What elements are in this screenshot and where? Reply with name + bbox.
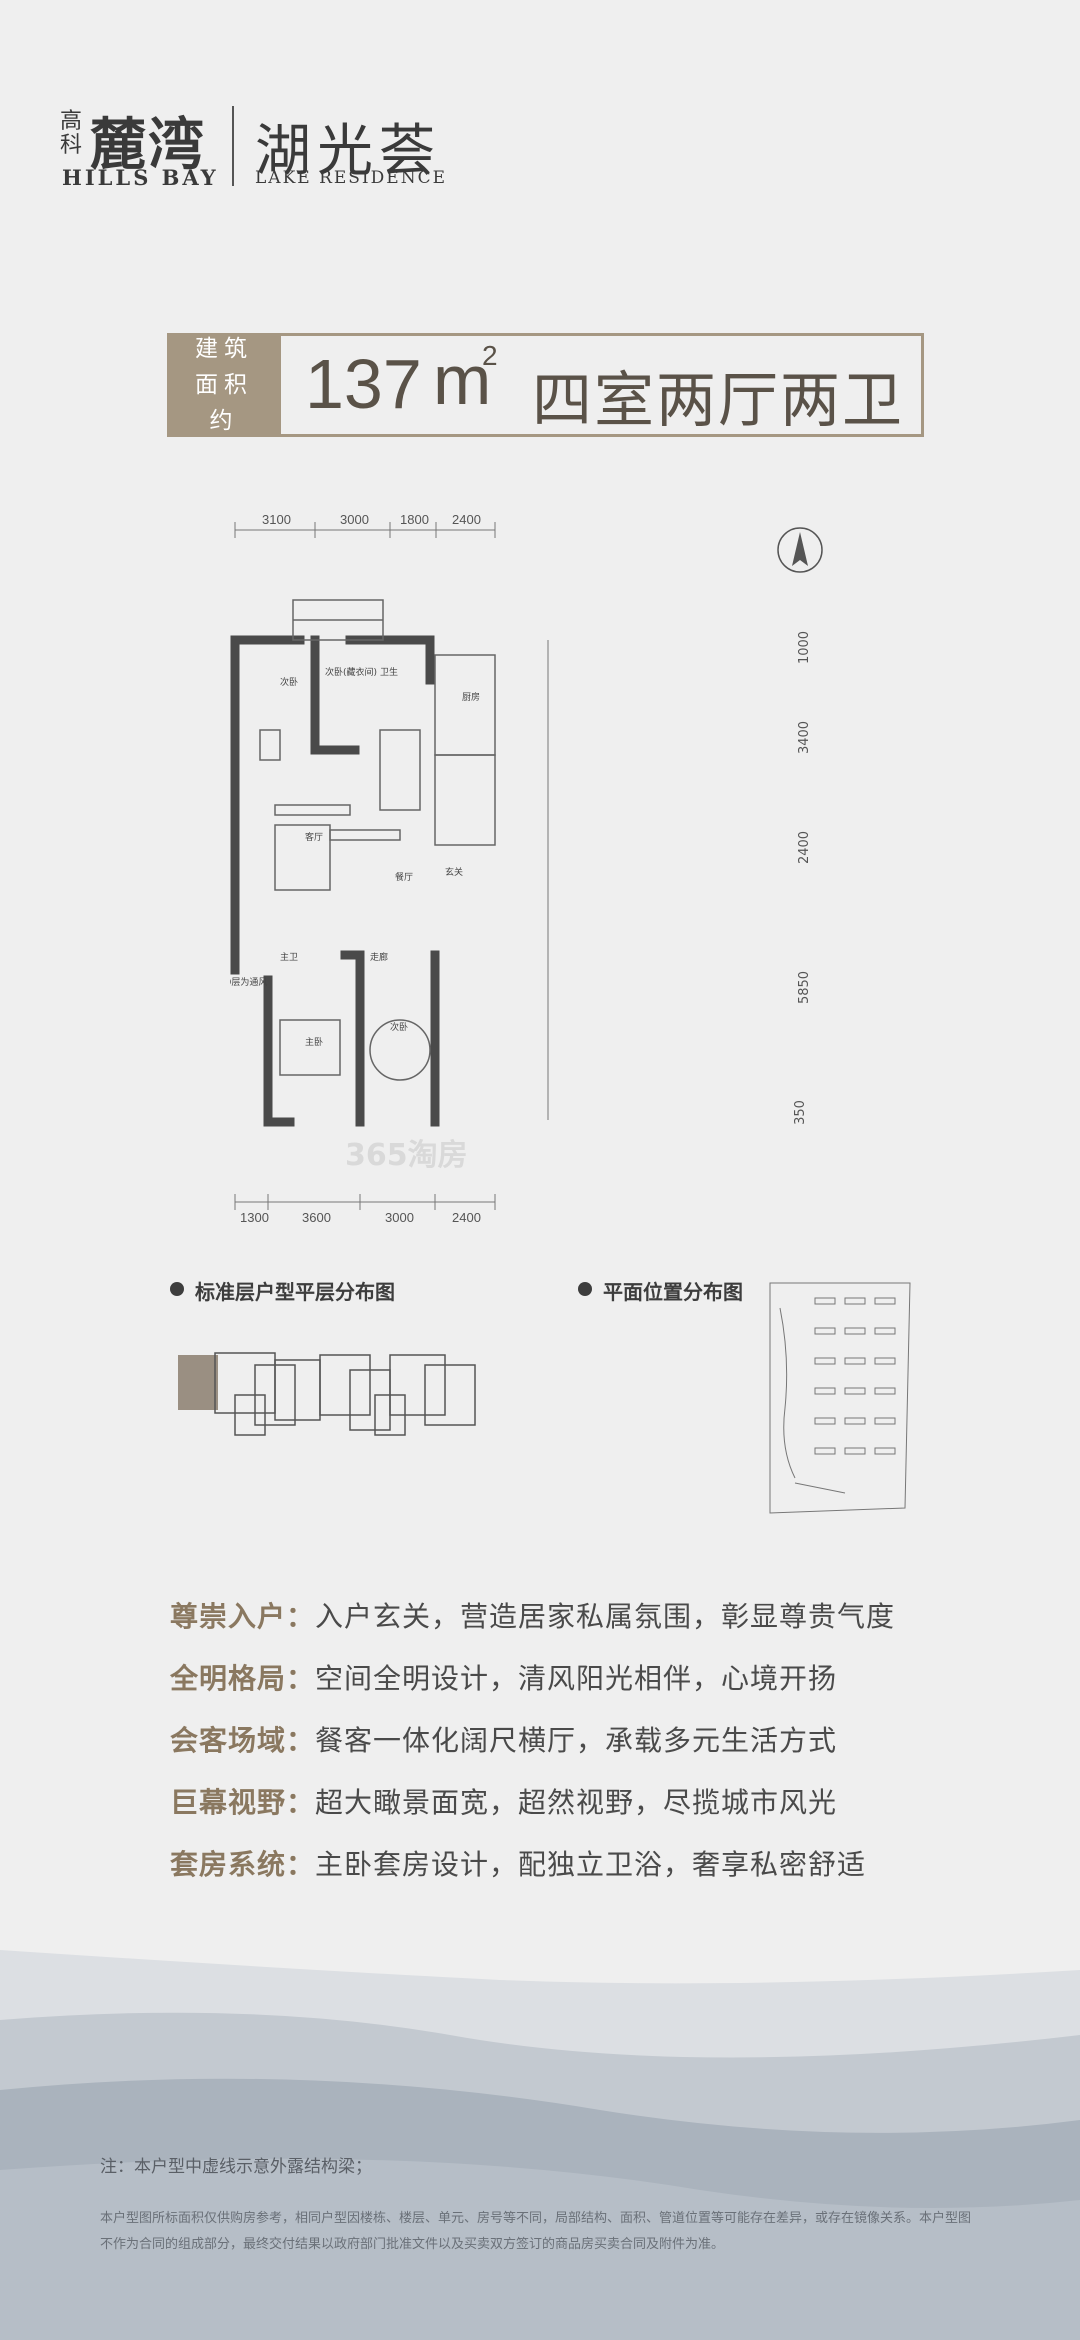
room-bedroom-nw: 次卧 [280, 676, 298, 688]
bottom-dim-1: 1300 [240, 1210, 269, 1225]
room-bath-s: 主卫 [280, 951, 298, 963]
section-floor-distribution: 标准层户型平层分布图 [195, 1280, 395, 1304]
feature-4-title: 巨幕视野： [170, 1786, 316, 1819]
watermark: 365淘房 [345, 1138, 468, 1173]
room-dining: 餐厅 [395, 871, 413, 883]
logo-project-en: LAKE RESIDENCE [255, 168, 447, 188]
feature-5: 套房系统：主卧套房设计，配独立卫浴，奢享私密舒适 [170, 1843, 866, 1883]
note-disclaimer: 本户型图所标面积仅供购房参考，相同户型因楼栋、楼层、单元、房号等不同，局部结构、… [100, 2211, 972, 2252]
floor-distribution-diagram [178, 1352, 476, 1436]
logo-project: 湖光荟 [255, 119, 441, 184]
banner-label: 建筑面积约 [167, 333, 281, 437]
logo-brand-en: HILLS BAY [62, 165, 219, 190]
logo-brand: 麓湾 [90, 112, 206, 178]
room-entry: 玄关 [445, 866, 463, 878]
feature-5-text: 主卧套房设计，配独立卫浴，奢享私密舒适 [315, 1848, 867, 1881]
feature-2: 全明格局：空间全明设计，清风阳光相伴，心境开扬 [170, 1657, 837, 1697]
section-site-plan: 平面位置分布图 [603, 1280, 743, 1304]
feature-1-text: 入户玄关，营造居家私属氛围，彰显尊贵气度 [315, 1600, 896, 1633]
right-dim-3: 2400 [797, 830, 813, 865]
floor-plan: 3100 3000 1800 2400 1300 3600 3000 2400 … [230, 512, 823, 1225]
feature-2-text: 空间全明设计，清风阳光相伴，心境开扬 [315, 1662, 838, 1695]
top-dim-2: 3000 [340, 512, 369, 527]
top-dim-3: 1800 [400, 512, 429, 527]
top-dim-4: 2400 [452, 512, 481, 527]
feature-3: 会客场域：餐客一体化阔尺横厅，承载多元生活方式 [170, 1719, 837, 1759]
section-bullet-2 [578, 1282, 592, 1296]
room-living: 客厅 [305, 831, 323, 843]
feature-4-text: 超大瞰景面宽，超然视野，尽揽城市风光 [315, 1786, 838, 1819]
room-kitchen: 厨房 [462, 691, 480, 703]
feature-5-title: 套房系统： [170, 1848, 316, 1881]
note-beam: 注：本户型中虚线示意外露结构梁； [100, 2157, 372, 2177]
logo-divider [232, 106, 234, 186]
feature-1-title: 尊崇入户： [170, 1600, 316, 1633]
right-dim-1: 1000 [797, 630, 813, 665]
banner-area-unit: m [433, 341, 492, 419]
callout-text: 9F、20层为通风 [230, 976, 267, 988]
logo-prefix: 高科 [60, 109, 83, 158]
room-labels: 次卧 次卧(藏衣间) 卫生 厨房 客厅 餐厅 玄关 主卫 走廊 主卧 次卧 9F… [230, 666, 480, 1048]
feature-3-title: 会客场域： [170, 1724, 316, 1757]
banner-layout: 四室两厅两卫 [532, 366, 904, 436]
feature-3-text: 餐客一体化阔尺横厅，承载多元生活方式 [315, 1724, 838, 1757]
room-bedroom-n: 次卧(藏衣间) [325, 666, 377, 678]
bottom-dim-2: 3600 [302, 1210, 331, 1225]
room-master: 主卧 [305, 1036, 323, 1048]
banner-label-text: 建筑面积约 [195, 336, 253, 434]
banner-area-number: 137 [305, 345, 422, 423]
bottom-dim-4: 2400 [452, 1210, 481, 1225]
room-bedroom-se: 次卧 [390, 1021, 408, 1033]
top-dim-1: 3100 [262, 512, 291, 527]
bottom-dim-3: 3000 [385, 1210, 414, 1225]
feature-4: 巨幕视野：超大瞰景面宽，超然视野，尽揽城市风光 [170, 1781, 837, 1821]
site-plan-diagram [769, 1282, 911, 1514]
feature-2-title: 全明格局： [170, 1662, 316, 1695]
feature-1: 尊崇入户：入户玄关，营造居家私属氛围，彰显尊贵气度 [170, 1595, 895, 1635]
mountain-background [0, 1950, 1080, 2340]
section-bullet-1 [170, 1282, 184, 1296]
right-dim-4: 5850 [797, 970, 813, 1005]
room-bath-n: 卫生 [380, 666, 398, 678]
room-corridor: 走廊 [370, 951, 388, 963]
banner-area-sup: 2 [482, 340, 498, 371]
north-arrow-icon [777, 527, 823, 573]
right-dim-5: 350 [792, 1100, 808, 1125]
right-dim-2: 3400 [797, 720, 813, 755]
